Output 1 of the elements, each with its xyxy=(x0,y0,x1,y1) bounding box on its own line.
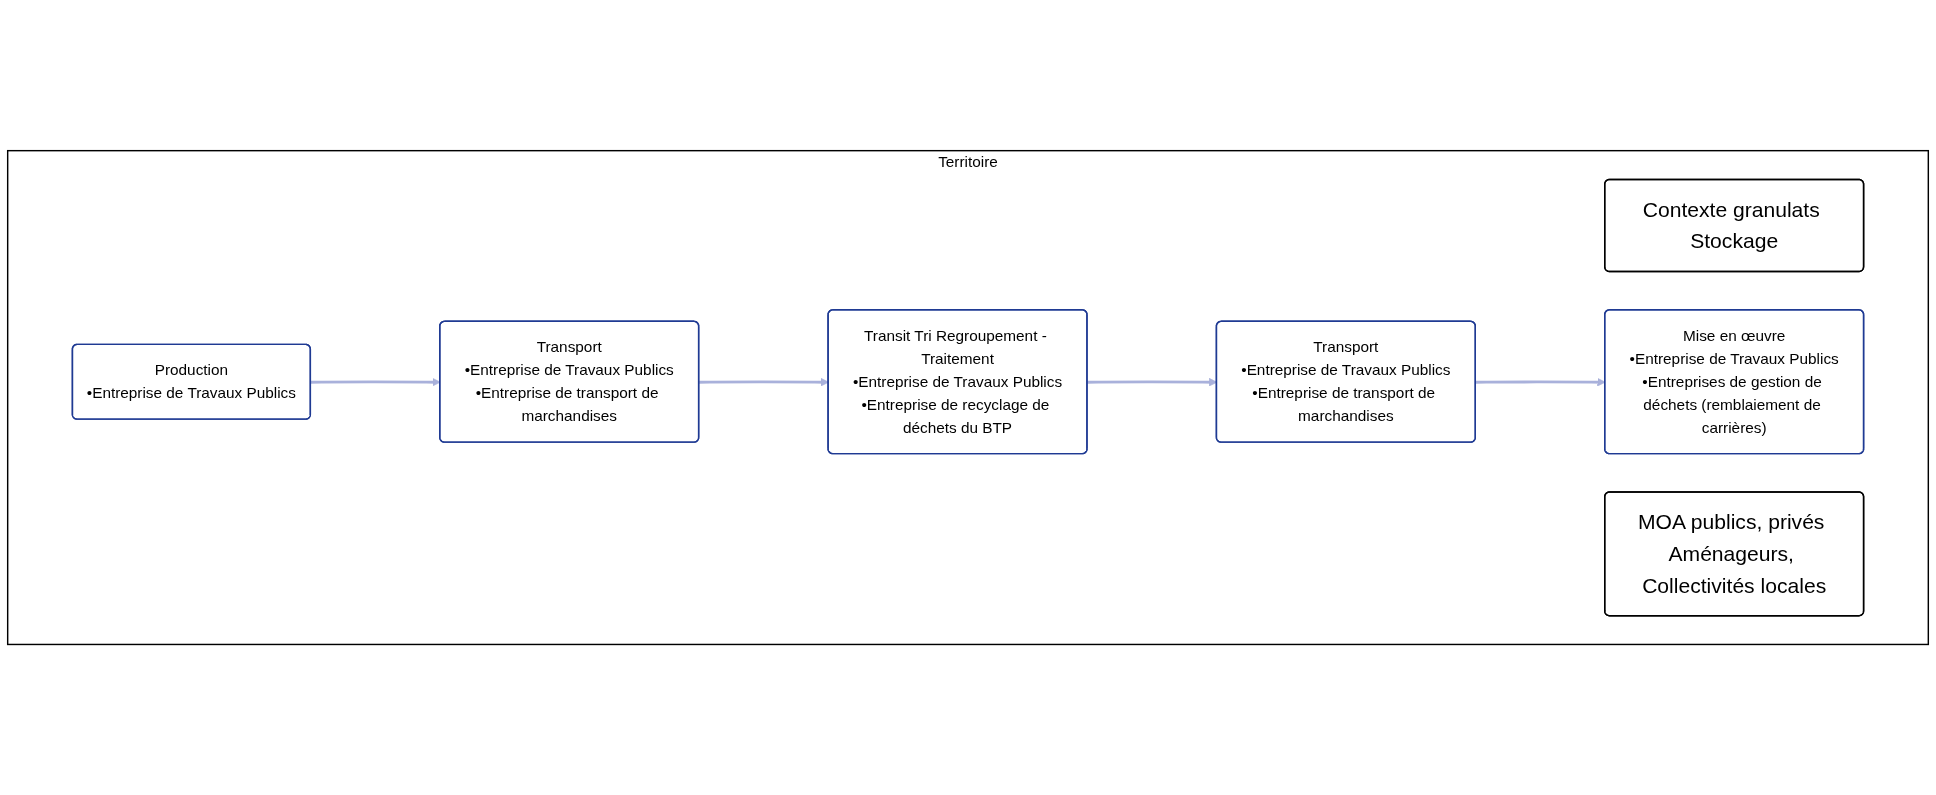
arrow xyxy=(699,377,829,387)
